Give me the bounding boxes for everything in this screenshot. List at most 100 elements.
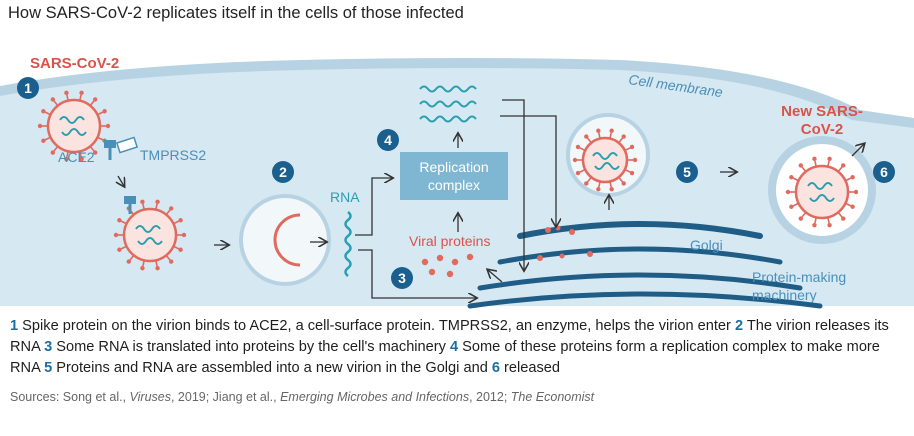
sources-publisher: The Economist	[510, 390, 595, 404]
spike-stem	[165, 254, 171, 261]
spike-head	[64, 156, 69, 162]
spike-stem	[44, 136, 51, 141]
spike-stem	[624, 168, 631, 173]
spike-head	[584, 134, 589, 139]
svg-text:6: 6	[880, 164, 888, 180]
virus-new	[794, 164, 850, 220]
spike-head	[79, 90, 84, 96]
step-marker-6: 6	[873, 161, 895, 183]
spike-stem	[97, 111, 104, 116]
replication-complex-box	[400, 152, 508, 200]
spike-head	[575, 144, 581, 150]
spike-stem	[837, 166, 843, 173]
sources-prefix: Sources: Song et al.,	[10, 390, 130, 404]
spike-stem	[845, 177, 852, 182]
spike-stem	[89, 145, 95, 152]
spike-head	[609, 187, 614, 192]
spike-stem	[165, 209, 171, 216]
sources-mid-2: , 2012;	[469, 390, 511, 404]
spike-stem	[618, 137, 624, 144]
spike-head	[632, 157, 638, 163]
spike-head	[850, 204, 855, 209]
spike-stem	[609, 132, 613, 139]
spike-head	[596, 187, 601, 192]
machinery-label-2: machinery	[752, 287, 817, 303]
caption-step-3: 3	[44, 339, 53, 355]
spike-head	[584, 181, 589, 186]
spike-stem	[142, 260, 145, 267]
spike-head	[155, 199, 160, 205]
machinery-label-1: Protein-making	[752, 269, 846, 285]
spike-stem	[173, 220, 180, 225]
spike-head	[789, 175, 794, 180]
spike-stem	[845, 202, 852, 207]
new-virus-label-1: New SARS-	[781, 103, 863, 120]
spike-head	[178, 218, 183, 223]
spike-head	[827, 222, 832, 228]
spike-head	[168, 206, 174, 211]
svg-text:4: 4	[384, 132, 392, 148]
caption-text-6: released	[500, 360, 561, 376]
spike-stem	[792, 177, 799, 182]
spike-head	[155, 265, 160, 271]
spike-head	[575, 170, 581, 176]
uncoating-virus	[273, 213, 301, 267]
spike-stem	[579, 168, 586, 173]
svg-text:3: 3	[398, 270, 406, 286]
caption-step-4: 4	[450, 339, 459, 355]
spike-head	[853, 189, 859, 195]
caption-text-4: Some of these proteins form a replicatio…	[10, 339, 880, 376]
spike-head	[140, 199, 145, 205]
caption-step-6: 6	[491, 360, 500, 376]
step-marker-3: 3	[391, 267, 413, 289]
tmprss2-label: TMPRSS2	[140, 147, 206, 163]
spike-stem	[155, 203, 158, 210]
caption-text-2: The virion releases its RNA	[10, 318, 889, 355]
spike-head	[621, 181, 626, 186]
spike-stem	[129, 254, 135, 261]
spike-stem	[79, 94, 82, 101]
ace2-receptor-bound	[124, 196, 136, 214]
spike-stem	[586, 137, 592, 144]
new-virus-label-2: CoV-2	[801, 121, 844, 138]
flow-arrows	[118, 99, 864, 298]
virus-binding	[122, 207, 178, 263]
spike-head	[37, 123, 43, 129]
spike-head	[64, 90, 69, 96]
caption-step-5: 5	[44, 360, 53, 376]
spike-stem	[579, 147, 586, 152]
step-marker-5: 5	[676, 161, 698, 183]
viral-proteins-label: Viral proteins	[409, 233, 490, 249]
spike-head	[168, 259, 174, 264]
spike-stem	[53, 100, 59, 107]
spike-head	[798, 216, 804, 221]
replication-label-2: complex	[428, 177, 480, 193]
spike-head	[126, 259, 132, 264]
virus-label: SARS-CoV-2	[30, 55, 119, 72]
ace2-label: ACE2	[58, 149, 95, 165]
spike-stem	[609, 181, 613, 188]
step-marker-2: 2	[272, 161, 294, 183]
spike-head	[785, 189, 791, 195]
svg-text:2: 2	[279, 164, 287, 180]
spike-stem	[597, 132, 601, 139]
caption-text-3: Some RNA is translated into proteins by …	[52, 339, 450, 355]
caption-text-5: Proteins and RNA are assembled into a ne…	[52, 360, 492, 376]
virus-assembling	[581, 136, 629, 184]
caption-step-1: 1	[10, 318, 19, 334]
caption: 1 Spike protein on the virion binds to A…	[10, 316, 910, 379]
spike-head	[50, 150, 56, 155]
spike-head	[181, 232, 187, 238]
spike-head	[629, 170, 635, 176]
spike-stem	[97, 136, 104, 141]
spike-head	[79, 156, 84, 162]
spike-head	[798, 163, 804, 168]
spike-head	[117, 218, 122, 223]
spike-head	[609, 128, 614, 133]
viral-protein-dots	[421, 253, 474, 278]
spike-head	[789, 204, 794, 209]
spike-stem	[814, 217, 817, 224]
spike-head	[596, 128, 601, 133]
spike-head	[102, 109, 107, 114]
spike-head	[178, 247, 183, 252]
